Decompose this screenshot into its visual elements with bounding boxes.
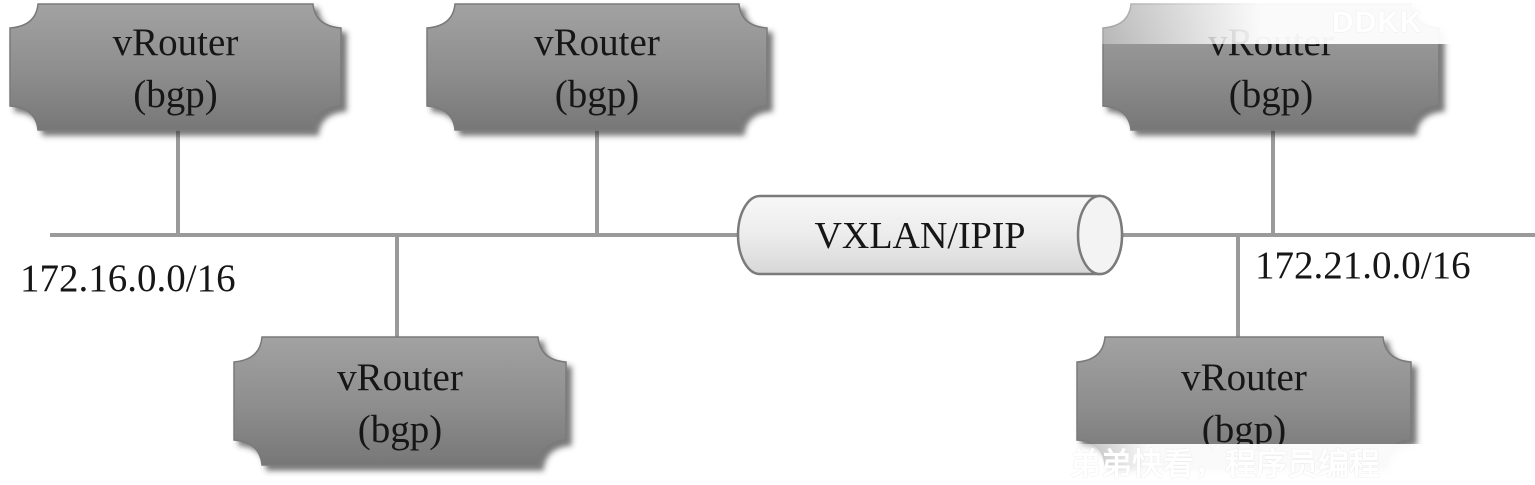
- tunnel-label: VXLAN/IPIP: [814, 215, 1026, 257]
- router-node-shape-bottom-left: [233, 336, 567, 466]
- router-node-shape-top-middle: [426, 3, 768, 131]
- tunnel-cylinder: [736, 194, 1124, 276]
- left-subnet-label: 172.16.0.0/16: [20, 257, 236, 300]
- right-subnet-label: 172.21.0.0/16: [1255, 244, 1471, 287]
- router-node-shape-top-left: [9, 3, 342, 131]
- router-node-shape-top-right: [1102, 3, 1440, 131]
- router-node-shape-bottom-right: [1076, 336, 1412, 466]
